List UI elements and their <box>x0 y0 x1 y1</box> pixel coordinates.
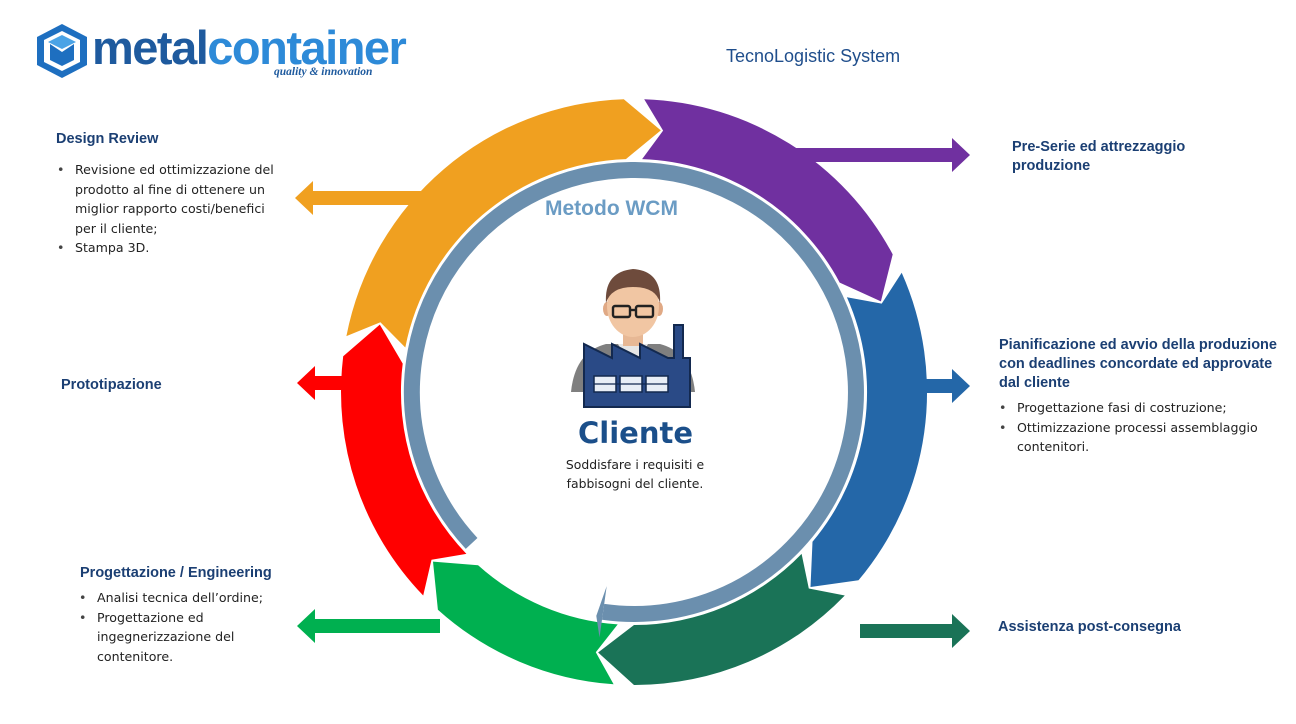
client-factory-icon <box>571 269 695 408</box>
segment-pre-serie <box>642 99 893 302</box>
bullet-item: Ottimizzazione processi assemblaggio con… <box>999 418 1284 457</box>
step-pianificazione-title: Pianificazione ed avvio della produzione… <box>999 337 1277 391</box>
segment-assistenza <box>598 553 845 685</box>
system-title: TecnoLogistic System <box>726 46 901 66</box>
segment-pianificazione <box>810 272 928 587</box>
bullet-item: Stampa 3D. <box>57 238 282 258</box>
bullet-item: Revisione ed ottimizzazione del prodotto… <box>57 160 282 238</box>
logo-word-metal: metal <box>92 21 209 74</box>
step-design-review-title: Design Review <box>56 131 159 147</box>
segment-prototipazione <box>341 324 467 596</box>
client-description: Soddisfare i requisiti e fabbisogni del … <box>565 457 705 491</box>
step-pianificazione-bullets: Progettazione fasi di costruzione; Ottim… <box>999 398 1284 457</box>
step-pre-serie-title: Pre-Serie ed attrezzaggio produzione <box>1012 139 1186 174</box>
step-assistenza-title: Assistenza post-consegna <box>998 619 1181 635</box>
inner-cycle-ring <box>403 161 864 622</box>
step-prototipazione-title: Prototipazione <box>61 377 162 393</box>
method-label: Metodo WCM <box>545 197 678 220</box>
logo-wordmark: metalcontainer <box>92 21 407 74</box>
logo-word-container: container <box>207 21 407 74</box>
step-design-review-bullets: Revisione ed ottimizzazione del prodotto… <box>57 160 282 258</box>
pointer-pre-serie <box>780 138 970 172</box>
segment-progettazione <box>433 561 618 685</box>
metalcontainer-logo: metalcontainer quality & innovation <box>34 20 407 84</box>
pointer-assistenza <box>860 614 970 648</box>
logo-tagline: quality & innovation <box>274 66 373 78</box>
segment-design-review <box>346 99 661 348</box>
client-label: Cliente <box>578 416 694 450</box>
pointer-prototipazione <box>297 366 360 400</box>
pointer-progettazione <box>297 609 440 643</box>
pointer-design-review <box>295 181 430 215</box>
step-progettazione-title: Progettazione / Engineering <box>80 565 272 581</box>
bullet-item: Progettazione fasi di costruzione; <box>999 398 1284 418</box>
pointer-pianificazione <box>900 369 970 403</box>
step-progettazione-bullets: Analisi tecnica dell’ordine; Progettazio… <box>79 588 284 666</box>
inner-ring-arrowhead <box>596 586 607 638</box>
bullet-item: Progettazione ed ingegnerizzazione del c… <box>79 608 284 667</box>
logo-mark-icon <box>37 24 87 78</box>
bullet-item: Analisi tecnica dell’ordine; <box>79 588 284 608</box>
